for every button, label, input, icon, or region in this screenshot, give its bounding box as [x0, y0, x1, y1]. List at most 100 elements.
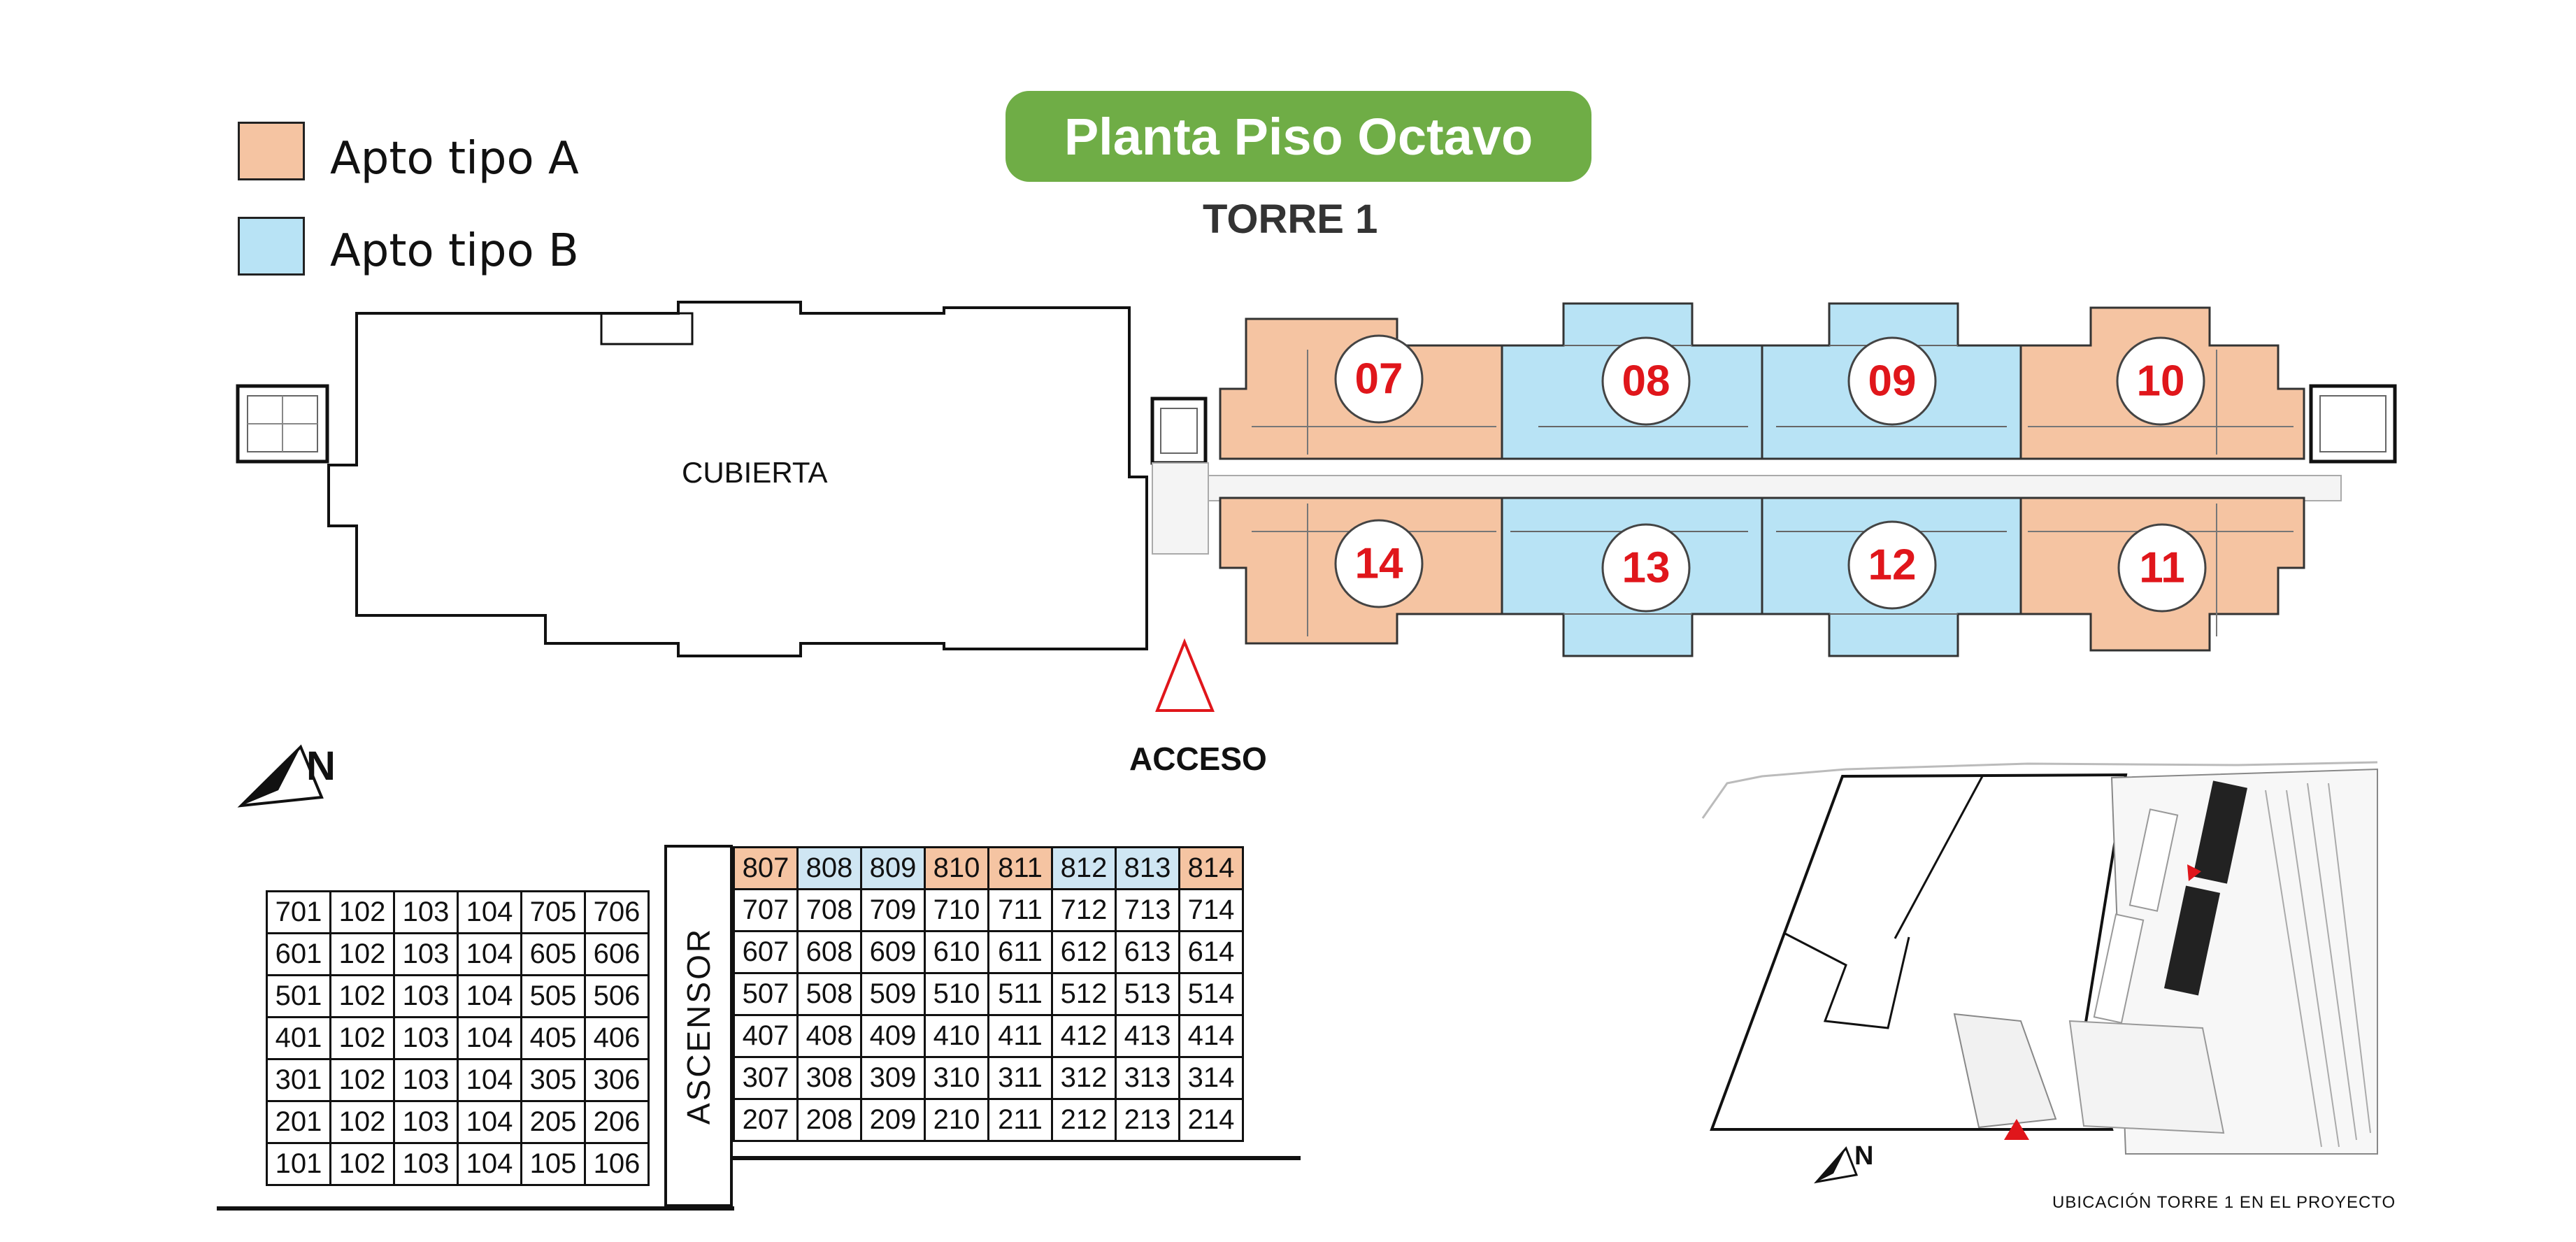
matrix-cell: 104 [457, 974, 522, 1018]
matrix-cell: 614 [1178, 930, 1244, 974]
matrix-cell: 709 [860, 888, 926, 932]
matrix-cell: 510 [924, 972, 989, 1016]
matrix-cell: 104 [457, 1016, 522, 1060]
matrix-cell: 708 [796, 888, 862, 932]
matrix-cell: 104 [457, 1142, 522, 1186]
unit-number-11: 11 [2139, 544, 2185, 592]
site-map [1701, 761, 2378, 1184]
matrix-cell-floor-8: 813 [1115, 846, 1180, 890]
matrix-cell: 103 [393, 890, 459, 934]
site-north-arrow-icon [1814, 1146, 1859, 1184]
tower-marker-icon [2187, 864, 2201, 881]
matrix-cell: 103 [393, 1016, 459, 1060]
matrix-cell: 211 [987, 1098, 1053, 1142]
matrix-cell: 612 [1051, 930, 1117, 974]
matrix-cell: 313 [1115, 1056, 1180, 1100]
matrix-cell: 509 [860, 972, 926, 1016]
unit-number-08: 08 [1622, 357, 1670, 406]
matrix-cell: 706 [584, 890, 650, 934]
matrix-cell: 601 [266, 932, 331, 976]
page-title: Planta Piso Octavo [1006, 91, 1591, 182]
unit-number-09: 09 [1868, 357, 1917, 406]
legend-swatch-type-b [238, 217, 305, 276]
matrix-cell: 307 [733, 1056, 799, 1100]
matrix-cell: 710 [924, 888, 989, 932]
matrix-cell: 104 [457, 890, 522, 934]
matrix-cell: 213 [1115, 1098, 1180, 1142]
matrix-cell-floor-8: 811 [987, 846, 1053, 890]
right-stair-box [2309, 384, 2397, 464]
matrix-cell: 208 [796, 1098, 862, 1142]
matrix-cell: 411 [987, 1014, 1053, 1058]
matrix-cell: 309 [860, 1056, 926, 1100]
unit-number-12: 12 [1868, 541, 1917, 590]
matrix-cell: 205 [520, 1100, 586, 1144]
north-arrow-icon [237, 744, 324, 808]
matrix-cell: 102 [329, 890, 395, 934]
matrix-cell: 714 [1178, 888, 1244, 932]
matrix-cell: 106 [584, 1142, 650, 1186]
site-north-label: N [1854, 1141, 1874, 1171]
matrix-cell: 606 [584, 932, 650, 976]
matrix-cell: 102 [329, 932, 395, 976]
main-corridor [1208, 475, 2342, 501]
unit-number-10: 10 [2137, 357, 2185, 406]
access-label: ACCESO [1129, 741, 1267, 777]
matrix-cell: 413 [1115, 1014, 1180, 1058]
matrix-cell: 611 [987, 930, 1053, 974]
matrix-cell: 412 [1051, 1014, 1117, 1058]
matrix-cell-floor-8: 807 [733, 846, 799, 890]
matrix-cell: 605 [520, 932, 586, 976]
matrix-cell: 712 [1051, 888, 1117, 932]
matrix-cell: 414 [1178, 1014, 1244, 1058]
legend-swatch-type-a [238, 122, 305, 180]
unit-number-14: 14 [1355, 540, 1403, 588]
matrix-cell: 103 [393, 932, 459, 976]
matrix-cell: 508 [796, 972, 862, 1016]
matrix-cell: 102 [329, 1142, 395, 1186]
matrix-cell-floor-8: 810 [924, 846, 989, 890]
matrix-cell: 514 [1178, 972, 1244, 1016]
matrix-cell: 507 [733, 972, 799, 1016]
tower-subtitle: TORRE 1 [1203, 197, 1378, 242]
site-lot-outline [1710, 773, 2128, 1131]
matrix-cell: 608 [796, 930, 862, 974]
matrix-cell: 103 [393, 1100, 459, 1144]
matrix-cell: 306 [584, 1058, 650, 1102]
roof-label: CUBIERTA [682, 456, 828, 489]
access-triangle-icon [1155, 638, 1215, 712]
matrix-cell: 206 [584, 1100, 650, 1144]
unit-badge-11: 11 [2117, 523, 2207, 613]
matrix-cell: 305 [520, 1058, 586, 1102]
unit-badge-07: 07 [1334, 334, 1424, 424]
matrix-cell-floor-8: 808 [796, 846, 862, 890]
matrix-cell: 405 [520, 1016, 586, 1060]
matrix-cell: 407 [733, 1014, 799, 1058]
matrix-cell: 311 [987, 1056, 1053, 1100]
matrix-cell: 713 [1115, 888, 1180, 932]
matrix-cell: 610 [924, 930, 989, 974]
matrix-cell: 513 [1115, 972, 1180, 1016]
matrix-cell: 310 [924, 1056, 989, 1100]
matrix-cell: 104 [457, 1100, 522, 1144]
unit-number-07: 07 [1355, 355, 1403, 404]
matrix-cell: 212 [1051, 1098, 1117, 1142]
legend-label-type-b: Apto tipo B [330, 225, 579, 277]
legend-label-type-a: Apto tipo A [330, 133, 579, 185]
matrix-cell: 201 [266, 1100, 331, 1144]
unit-badge-08: 08 [1601, 336, 1691, 426]
matrix-cell: 314 [1178, 1056, 1244, 1100]
matrix-cell: 505 [520, 974, 586, 1018]
matrix-cell: 103 [393, 1142, 459, 1186]
